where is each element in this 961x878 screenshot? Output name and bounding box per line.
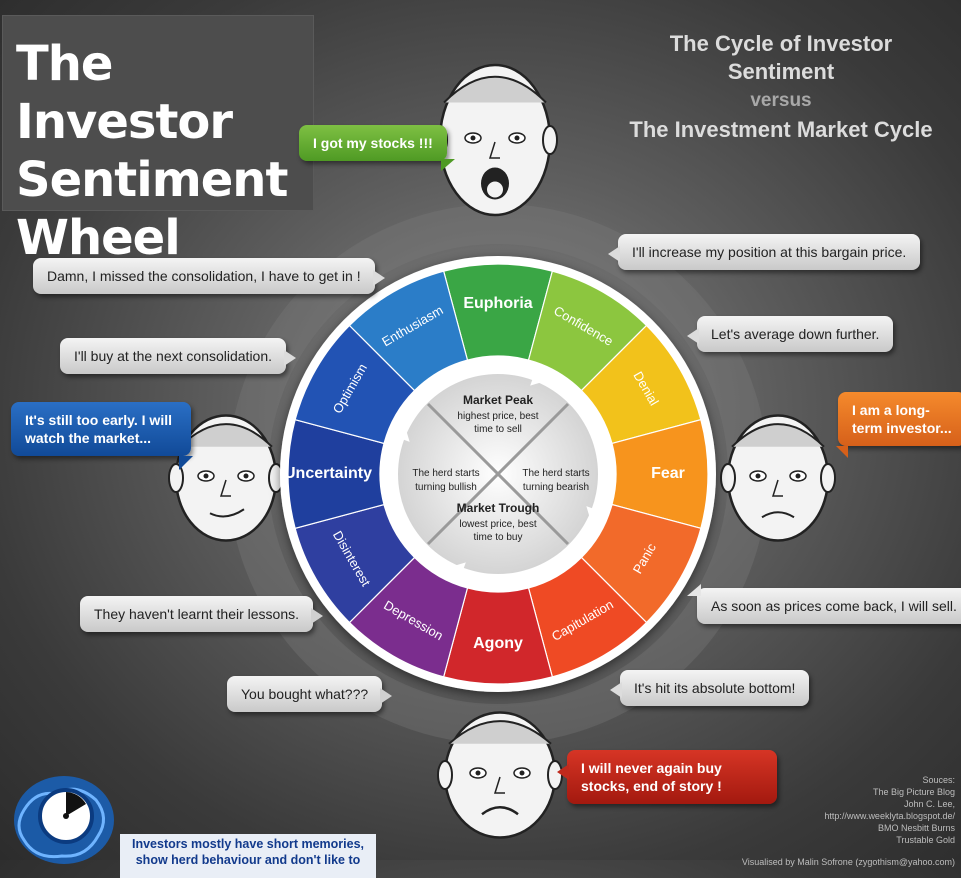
herd-bullish-text: The herd starts [412,468,479,479]
bubble-average-down: Let's average down further. [687,316,894,352]
bubble-next-consolidation: I'll buy at the next consolidation. [60,338,297,374]
market-trough-text: lowest price, best [459,519,536,530]
bubble-tail [372,270,385,286]
cycle-arrow-right [593,436,608,512]
bubble-havent-learnt: They haven't learnt their lessons. [80,596,324,632]
bubble-tail [836,446,848,458]
herd-bullish-text: turning bullish [415,482,477,493]
bubble-bought-what: You bought what??? [227,676,393,712]
sources: Souces: The Big Picture Blog John C. Lee… [741,775,955,867]
wheel-segment-enthusiasm [348,270,469,392]
bubble-tail [687,584,701,596]
market-peak-text: time to sell [474,424,522,435]
face-euphoria [432,63,558,217]
main-title: The Investor Sentiment Wheel [16,36,288,266]
herd-bearish-text: The herd starts [522,468,589,479]
wheel-label-uncertainty: Uncertainty [284,465,372,482]
bubble-never-again: I will never again buy stocks, end of st… [557,750,777,804]
bubble-tail [557,764,569,780]
bubble-tail [687,328,699,344]
source-item: John C. Lee, [903,799,955,809]
cycle-arrow-top [460,364,536,379]
source-item: Trustable Gold [896,835,955,845]
cycle-arrow-left-head [387,424,410,442]
bubble-tail [311,608,324,624]
bubble-tail [440,159,455,171]
bubble-long-term: I am a long-term investor... [836,392,961,458]
face-uncertainty [168,414,284,542]
face-fear [720,414,836,542]
source-item: BMO Nesbitt Burns [877,823,955,833]
herd-bearish-text: turning bearish [523,482,589,493]
center-divider [426,402,570,546]
source-item: The Big Picture Blog [872,787,955,797]
bubble-tail [610,682,622,698]
cycle-arrow-bottom-head [448,562,466,585]
market-trough-title: Market Trough [457,501,540,515]
bubble-absolute-bottom: It's hit its absolute bottom! [610,670,810,706]
wheel-label-agony: Agony [473,635,523,652]
bottom-note: Investors mostly have short memories, sh… [120,834,376,878]
bubble-tail [179,456,193,470]
bubble-missed-consolidation: Damn, I missed the consolidation, I have… [33,258,385,294]
bubble-tail [380,688,393,704]
bubble-increase-position: I'll increase my position at this bargai… [608,234,921,270]
cycle-arrow-right-head [586,506,609,524]
face-agony [437,711,563,839]
bubble-too-early: It's still too early. I will watch the m… [11,402,193,470]
title-box: The Investor Sentiment Wheel [2,15,314,266]
cycle-arrow-top-head [530,363,548,386]
brain-clock-icon [14,776,114,864]
wheel-label-fear: Fear [651,465,685,482]
cycle-arrow-bottom [460,569,536,584]
bubble-prices-back: As soon as prices come back, I will sell… [687,584,961,624]
credit: Visualised by Malin Sofrone (zygothism@y… [741,857,955,867]
bubble-tail [608,246,620,262]
source-item: http://www.weeklyta.blogspot.de/ [824,811,955,821]
cycle-arrow-left [388,436,403,512]
market-trough-text: time to buy [474,532,523,543]
subtitle: The Cycle of Investor Sentiment versus T… [629,31,933,142]
bubble-got-stocks: I got my stocks !!! [299,125,455,171]
market-peak-title: Market Peak [463,393,533,407]
wheel-label-euphoria: Euphoria [463,295,532,312]
market-peak-text: highest price, best [457,411,538,422]
bubble-tail [284,350,297,366]
